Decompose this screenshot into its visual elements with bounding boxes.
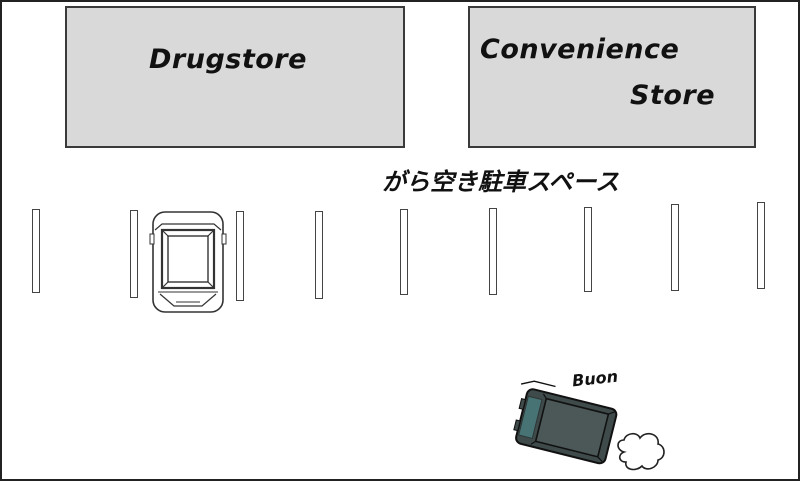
drugstore-label: Drugstore: [149, 44, 307, 75]
parking-line: [671, 204, 679, 291]
parking-line: [489, 208, 497, 295]
parking-line: [584, 207, 592, 292]
drugstore-building: [65, 6, 405, 148]
convenience-store-label-line1: Convenience: [480, 34, 680, 65]
exhaust-puff-icon: [617, 432, 665, 471]
parking-line: [32, 209, 40, 293]
empty-parking-label: がら空き駐車スペース: [382, 168, 620, 196]
parking-line: [130, 210, 138, 298]
convenience-store-building: [468, 6, 756, 148]
parked-car-icon: [149, 211, 227, 313]
parking-line: [400, 209, 408, 295]
parking-line: [757, 202, 765, 289]
parking-line: [315, 211, 323, 299]
parking-line: [236, 211, 244, 301]
convenience-store-label-line2: Store: [630, 80, 716, 111]
moving-car-icon: [513, 380, 618, 465]
